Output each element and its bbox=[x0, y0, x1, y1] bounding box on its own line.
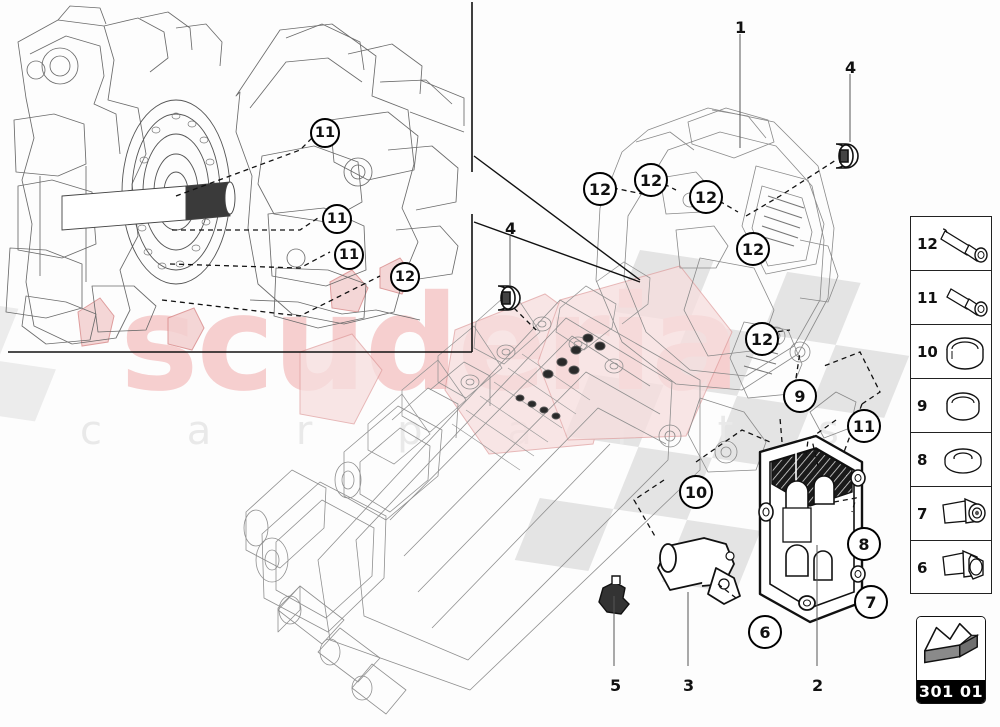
callout-9[interactable]: 9 bbox=[783, 379, 817, 413]
bolt-short-icon bbox=[937, 271, 993, 324]
label-3[interactable]: 3 bbox=[683, 676, 695, 695]
diagram-code-badge[interactable]: 301 01 bbox=[916, 616, 986, 704]
callout-label: 12 bbox=[394, 269, 416, 285]
callout-10[interactable]: 10 bbox=[679, 475, 713, 509]
legend-number: 9 bbox=[917, 396, 928, 415]
watermark-scuderia: scuderia bbox=[120, 267, 740, 421]
callout-label: 11 bbox=[852, 416, 876, 436]
callout-label: 11 bbox=[326, 211, 348, 227]
inset-callout-12-a[interactable]: 12 bbox=[390, 262, 420, 292]
legend-row-7[interactable]: 7 bbox=[911, 487, 991, 541]
callout-label: 7 bbox=[865, 592, 877, 612]
label-2[interactable]: 2 bbox=[812, 676, 824, 695]
legend-row-8[interactable]: 8 bbox=[911, 433, 991, 487]
legend-number: 10 bbox=[917, 342, 938, 361]
legend-number: 7 bbox=[917, 504, 928, 523]
callout-label: 12 bbox=[750, 329, 774, 349]
legend-row-11[interactable]: 11 bbox=[911, 271, 991, 325]
diagram-code: 301 01 bbox=[917, 680, 985, 703]
legend-number: 8 bbox=[917, 450, 928, 469]
inset-callout-11-a[interactable]: 11 bbox=[310, 118, 340, 148]
inset-callout-11-c[interactable]: 11 bbox=[334, 240, 364, 270]
callout-label: 12 bbox=[639, 170, 663, 190]
oring-medium-icon bbox=[935, 379, 991, 432]
callout-label: 11 bbox=[314, 125, 336, 141]
fastener-legend: 12 11 bbox=[910, 216, 992, 594]
label-4-right[interactable]: 4 bbox=[845, 58, 857, 77]
callout-label: 9 bbox=[794, 386, 806, 406]
callout-label: 6 bbox=[759, 622, 771, 642]
callout-12-b[interactable]: 12 bbox=[634, 163, 668, 197]
callout-8[interactable]: 8 bbox=[847, 527, 881, 561]
legend-row-10[interactable]: 10 bbox=[911, 325, 991, 379]
legend-row-9[interactable]: 9 bbox=[911, 379, 991, 433]
callout-label: 12 bbox=[694, 187, 718, 207]
callout-label: 11 bbox=[338, 247, 360, 263]
washer-icon bbox=[935, 433, 991, 486]
callout-12-e[interactable]: 12 bbox=[745, 322, 779, 356]
callout-12-c[interactable]: 12 bbox=[689, 180, 723, 214]
label-4-left[interactable]: 4 bbox=[505, 219, 517, 238]
callout-label: 12 bbox=[741, 239, 765, 259]
screw-socket-icon bbox=[935, 487, 991, 540]
label-1[interactable]: 1 bbox=[735, 18, 747, 37]
callout-12-a[interactable]: 12 bbox=[583, 172, 617, 206]
callout-6[interactable]: 6 bbox=[748, 615, 782, 649]
bolt-flange-icon bbox=[935, 541, 991, 595]
legend-number: 6 bbox=[917, 559, 928, 577]
oring-large-icon bbox=[937, 325, 993, 378]
callout-label: 12 bbox=[588, 179, 612, 199]
watermark-carparts: c a r p a r t s bbox=[80, 408, 875, 454]
callout-11[interactable]: 11 bbox=[847, 409, 881, 443]
callout-12-d[interactable]: 12 bbox=[736, 232, 770, 266]
bolt-long-icon bbox=[937, 217, 993, 270]
inset-callout-11-b[interactable]: 11 bbox=[322, 204, 352, 234]
folded-panel-icon bbox=[917, 617, 985, 680]
legend-row-12[interactable]: 12 bbox=[911, 217, 991, 271]
legend-number: 12 bbox=[917, 234, 938, 253]
callout-label: 10 bbox=[684, 482, 708, 502]
legend-row-6[interactable]: 6 bbox=[911, 541, 991, 595]
callout-7[interactable]: 7 bbox=[854, 585, 888, 619]
legend-number: 11 bbox=[917, 288, 938, 307]
label-5[interactable]: 5 bbox=[610, 676, 622, 695]
callout-label: 8 bbox=[858, 534, 870, 554]
